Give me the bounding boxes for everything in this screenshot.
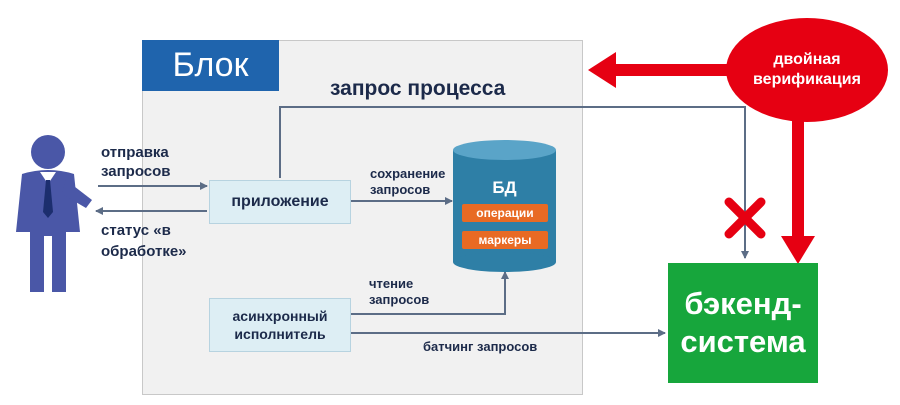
- send-requests-label-1: отправка: [101, 144, 169, 161]
- save-requests-label-1: сохранение: [370, 166, 446, 181]
- read-requests-label-1: чтение: [369, 276, 414, 291]
- db-title: БД: [492, 178, 517, 197]
- send-requests-label-2: запросов: [101, 163, 171, 180]
- status-label-1: статус «в: [101, 222, 171, 239]
- app-node: приложение: [209, 180, 351, 224]
- double-verification-label-1: двойная: [773, 51, 841, 68]
- async-executor-node: асинхронный исполнитель: [209, 298, 351, 352]
- db-markers-tag: маркеры: [462, 231, 548, 249]
- double-verification-node: двойная верификация: [726, 18, 888, 122]
- status-label-2: обработке»: [101, 243, 187, 260]
- backend-system-node: бэкенд- система: [668, 263, 818, 383]
- read-requests-label-2: запросов: [369, 292, 430, 307]
- double-verification-label-2: верификация: [753, 71, 861, 88]
- batching-label: батчинг запросов: [423, 339, 538, 354]
- async-executor-label-1: асинхронный: [232, 308, 328, 324]
- block-title: Блок: [142, 40, 279, 91]
- user-icon: [16, 135, 92, 292]
- process-request-label: запрос процесса: [330, 77, 506, 100]
- async-executor-label-2: исполнитель: [234, 326, 326, 342]
- read-arrow: [350, 271, 509, 315]
- blocked-x-icon: [724, 197, 766, 239]
- db-operations-tag: операции: [462, 204, 548, 222]
- process-request-line: [279, 106, 749, 259]
- save-requests-label-2: запросов: [370, 182, 431, 197]
- backend-system-label-2: система: [680, 324, 806, 359]
- app-node-label: приложение: [231, 193, 329, 210]
- backend-system-label-1: бэкенд-: [684, 286, 802, 321]
